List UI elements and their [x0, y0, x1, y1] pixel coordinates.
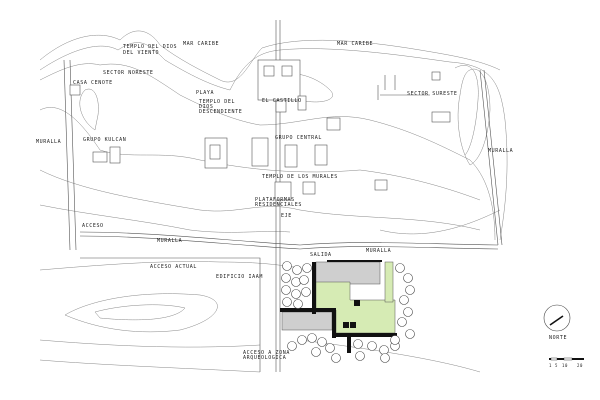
north-circle	[543, 304, 571, 332]
label-sector-noreste: SECTOR NORESTE	[103, 70, 154, 76]
tree-icon	[380, 353, 390, 363]
label-plataformas-2: RESIDENCIALES	[255, 202, 302, 208]
tree-icon	[399, 295, 409, 305]
tree-icon	[299, 275, 309, 285]
label-acceso-zona-2: ARQUEOLOGICA	[243, 355, 286, 361]
label-salida: SALIDA	[310, 252, 332, 258]
label-casa-cenote: CASA CENOTE	[73, 80, 113, 86]
scale-tick: 5	[555, 363, 558, 368]
green-strip	[384, 261, 394, 303]
label-templo-murales: TEMPLO DE LOS MURALES	[262, 174, 338, 180]
tree-icon	[353, 339, 363, 349]
tree-icon	[281, 273, 291, 283]
project-building	[280, 260, 397, 353]
scale-tick: 20	[577, 363, 583, 368]
tree-icon	[311, 347, 321, 357]
tree-icon	[293, 299, 303, 309]
tree-icon	[405, 329, 415, 339]
tree-icon	[403, 307, 413, 317]
north-arrow: NORTE	[543, 304, 571, 341]
paved-area	[315, 261, 381, 285]
tree-icon	[405, 285, 415, 295]
tree-icon	[397, 317, 407, 327]
label-muralla-sur: MURALLA	[157, 238, 182, 244]
label-sector-sureste: SECTOR SURESTE	[407, 91, 458, 97]
tree-icon	[395, 263, 405, 273]
scale-bar: 1 5 10 20	[549, 357, 584, 368]
label-templo-descendiente-3: DESCENDIENTE	[199, 109, 242, 115]
tree-icon	[317, 337, 327, 347]
tree-icon	[292, 265, 302, 275]
labels: TEMPLO DEL DIOS DEL VIENTO MAR CARIBE MA…	[36, 41, 513, 361]
tree-icon	[301, 287, 311, 297]
tree-icon	[291, 289, 301, 299]
label-muralla-oeste: MURALLA	[36, 139, 61, 145]
tree-icon	[307, 333, 317, 343]
label-templo-viento: TEMPLO DEL DIOS	[123, 44, 177, 50]
north-arrow-icon	[549, 315, 564, 326]
label-templo-descendiente-2: DIOS	[199, 104, 213, 110]
tree-icon	[367, 341, 377, 351]
paved-area	[281, 311, 333, 331]
label-el-castillo: EL CASTILLO	[262, 98, 302, 104]
label-mar-caribe-2: MAR CARIBE	[337, 41, 373, 47]
tree-icon	[282, 261, 292, 271]
north-label: NORTE	[549, 335, 567, 341]
tree-icon	[355, 351, 365, 361]
tree-icon	[282, 297, 292, 307]
label-acceso-zona: ACCESO A ZONA	[243, 350, 290, 356]
contour-lines	[39, 30, 508, 373]
tree-icon	[325, 343, 335, 353]
scale-tick: 10	[562, 363, 568, 368]
tree-icon	[297, 335, 307, 345]
label-templo-descendiente: TEMPLO DEL	[199, 99, 235, 105]
label-muralla-sur-este: MURALLA	[366, 248, 391, 254]
label-playa: PLAYA	[196, 90, 214, 96]
label-edificio: EDIFICIO IAAM	[216, 274, 263, 280]
label-eje: EJE	[281, 213, 292, 219]
tree-icon	[287, 341, 297, 351]
trees	[281, 261, 415, 363]
scale-tick: 1	[549, 363, 552, 368]
label-acceso-actual: ACCESO ACTUAL	[150, 264, 197, 270]
tree-icon	[291, 277, 301, 287]
tree-icon	[281, 285, 291, 295]
label-muralla-este: MURALLA	[488, 148, 513, 154]
label-grupo-kulcan: GRUPO KULCAN	[83, 137, 126, 143]
label-plataformas: PLATAFORMAS	[255, 197, 295, 203]
tree-icon	[302, 263, 312, 273]
tree-icon	[379, 345, 389, 355]
tree-icon	[403, 273, 413, 283]
label-grupo-central: GRUPO CENTRAL	[275, 135, 322, 141]
label-mar-caribe: MAR CARIBE	[183, 41, 219, 47]
tree-icon	[390, 335, 400, 345]
tree-icon	[331, 353, 341, 363]
label-acceso: ACCESO	[82, 223, 104, 229]
label-templo-viento-2: DEL VIENTO	[123, 50, 159, 56]
ruins	[69, 59, 451, 201]
